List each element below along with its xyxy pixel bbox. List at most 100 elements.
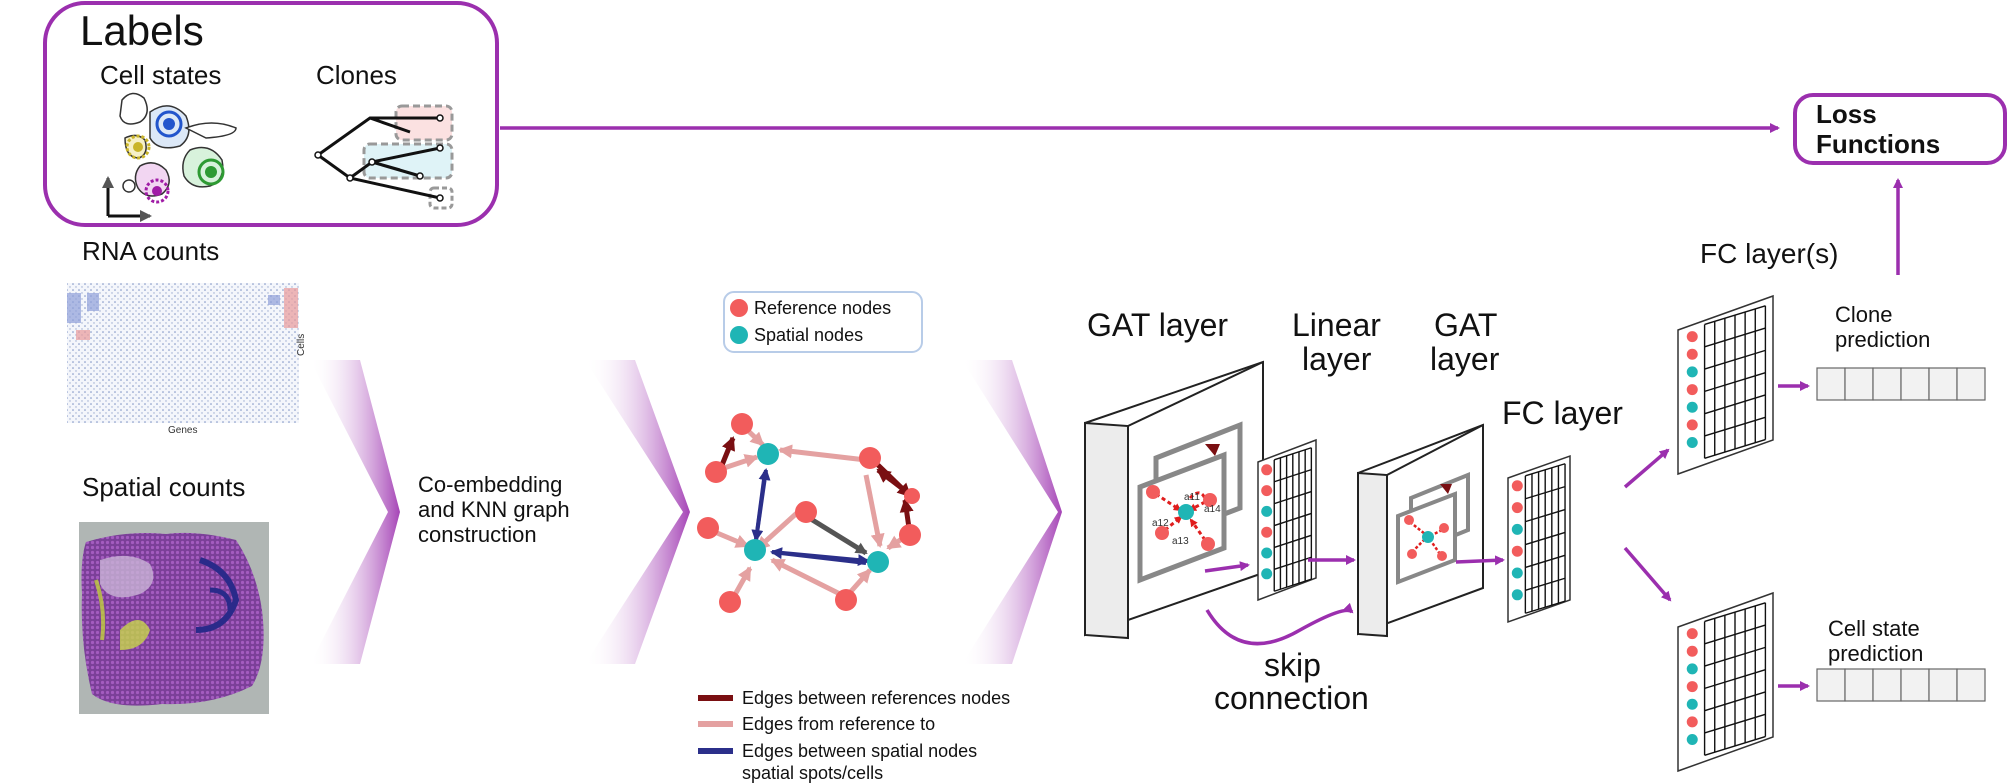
- prediction-cell: [1872, 668, 1902, 702]
- edge-legend-ref-spatial: Edges from reference to: [742, 714, 935, 734]
- coembed-line3: construction: [418, 522, 537, 547]
- reference-node-swatch: [730, 299, 748, 317]
- feature-dot: [1686, 663, 1698, 675]
- rna-genes-axis: Genes: [168, 425, 197, 436]
- loss-label-line1: Loss: [1816, 99, 1877, 129]
- loss-functions-box: Loss Functions: [1793, 93, 2007, 165]
- edge-legend-ref-ref: Edges between references nodes: [742, 688, 1010, 708]
- feature-dot: [1261, 568, 1273, 580]
- feature-dot: [1686, 419, 1698, 431]
- clone-prediction-vector: [1816, 367, 1986, 401]
- feature-dot: [1511, 523, 1523, 535]
- reference-nodes-label: Reference nodes: [754, 298, 891, 318]
- feature-dot: [1511, 545, 1523, 557]
- clones-label: Clones: [316, 60, 397, 90]
- feature-dot: [1261, 547, 1273, 559]
- gat-layer-2-label-line1: GAT: [1434, 307, 1497, 343]
- prediction-cell: [1844, 367, 1874, 401]
- feature-dot: [1686, 734, 1698, 746]
- coembed-line2: and KNN graph: [418, 497, 570, 522]
- fc-layers-label: FC layer(s): [1700, 238, 1838, 269]
- spatial-counts-title: Spatial counts: [82, 472, 245, 502]
- skip-label-line2: connection: [1214, 680, 1369, 716]
- fc-to-cellstate-branch-arrow: [1623, 546, 1672, 602]
- clone-fc-matrix: [1677, 294, 1774, 476]
- prediction-cell: [1844, 668, 1874, 702]
- spatial-nodes-label: Spatial nodes: [754, 325, 863, 345]
- edge-legend-spatial-cont: spatial spots/cells: [742, 763, 883, 783]
- linear-layer-label-line1: Linear: [1292, 307, 1381, 343]
- feature-dot: [1686, 331, 1698, 343]
- linear-layer-matrix: [1257, 438, 1317, 602]
- cellstate-prediction-vector: [1816, 668, 1986, 702]
- prediction-cell: [1900, 367, 1930, 401]
- prediction-cell: [1900, 668, 1930, 702]
- feature-dot: [1261, 526, 1273, 538]
- feature-dot: [1261, 505, 1273, 517]
- edge-legend: Edges between references nodes Edges fro…: [698, 688, 1010, 783]
- prediction-cell: [1928, 367, 1958, 401]
- knn-graph: [697, 413, 921, 613]
- attention-a14: a14: [1204, 504, 1221, 515]
- feature-dot: [1511, 480, 1523, 492]
- feature-dot: [1686, 401, 1698, 413]
- edge-legend-spatial-spatial: Edges between spatial nodes: [742, 741, 977, 761]
- skip-connection-arrow: [1205, 602, 1354, 646]
- node-legend: Reference nodes Spatial nodes: [723, 291, 923, 353]
- cell-states-illustration: [102, 92, 237, 222]
- feature-dot: [1686, 366, 1698, 378]
- chevron-arrow-1: [310, 360, 400, 664]
- feature-dot: [1686, 681, 1698, 693]
- feature-dot: [1686, 628, 1698, 640]
- gat-layer-2-label-line2: layer: [1430, 341, 1500, 377]
- coembed-line1: Co-embedding: [418, 472, 562, 497]
- prediction-cell: [1956, 367, 1986, 401]
- cellstate-fc-matrix: [1677, 591, 1774, 773]
- feature-dot: [1261, 464, 1273, 476]
- clone-prediction-label-line1: Clone: [1835, 302, 1892, 327]
- prediction-cell: [1928, 668, 1958, 702]
- feature-dot: [1686, 645, 1698, 657]
- labels-panel: Labels Cell states Clones: [43, 1, 499, 227]
- spatial-tissue-image: [79, 522, 269, 714]
- spatial-node-swatch: [730, 326, 748, 344]
- chevron-arrow-2: [585, 360, 690, 664]
- attention-a12: a12: [1152, 518, 1169, 529]
- feature-dot: [1686, 716, 1698, 728]
- feature-dot: [1686, 348, 1698, 360]
- rna-counts-heatmap: Genes Cells: [67, 283, 307, 436]
- fc-to-clone-branch-arrow: [1623, 448, 1670, 489]
- cell-states-label: Cell states: [100, 60, 221, 90]
- attention-a11: a11: [1184, 492, 1200, 503]
- clone-tree-illustration: [314, 104, 454, 210]
- linear-layer-label-line2: layer: [1302, 341, 1372, 377]
- fc-layer-label: FC layer: [1502, 395, 1623, 431]
- feature-dot: [1261, 485, 1273, 497]
- feature-dot: [1686, 384, 1698, 396]
- feature-dot: [1511, 567, 1523, 579]
- clone-prediction-label-line2: prediction: [1835, 327, 1930, 352]
- feature-dot: [1686, 437, 1698, 449]
- attention-a13: a13: [1172, 536, 1189, 547]
- gat-layer-1-label: GAT layer: [1087, 307, 1228, 343]
- loss-label-line2: Functions: [1816, 129, 1940, 159]
- chevron-arrow-3: [962, 360, 1062, 664]
- gat2-to-fc-arrow: [1455, 555, 1505, 566]
- gat-layer-1-block: a11 a12 a13 a14: [1084, 360, 1264, 640]
- gat1-to-linear-arrow: [1204, 561, 1250, 573]
- labels-title: Labels: [80, 7, 204, 54]
- skip-label-line1: skip: [1264, 647, 1321, 683]
- feature-dot: [1686, 698, 1698, 710]
- prediction-cell: [1816, 668, 1846, 702]
- prediction-cell: [1872, 367, 1902, 401]
- rna-cells-axis: Cells: [296, 334, 307, 356]
- cellstate-prediction-label-line2: prediction: [1828, 641, 1923, 666]
- gat-layer-2-block: [1357, 423, 1484, 638]
- cellstate-prediction-label-line1: Cell state: [1828, 616, 1920, 641]
- feature-dot: [1511, 502, 1523, 514]
- fc-layer-matrix: [1507, 454, 1571, 624]
- prediction-cell: [1816, 367, 1846, 401]
- rna-counts-title: RNA counts: [82, 236, 219, 266]
- feature-dot: [1511, 589, 1523, 601]
